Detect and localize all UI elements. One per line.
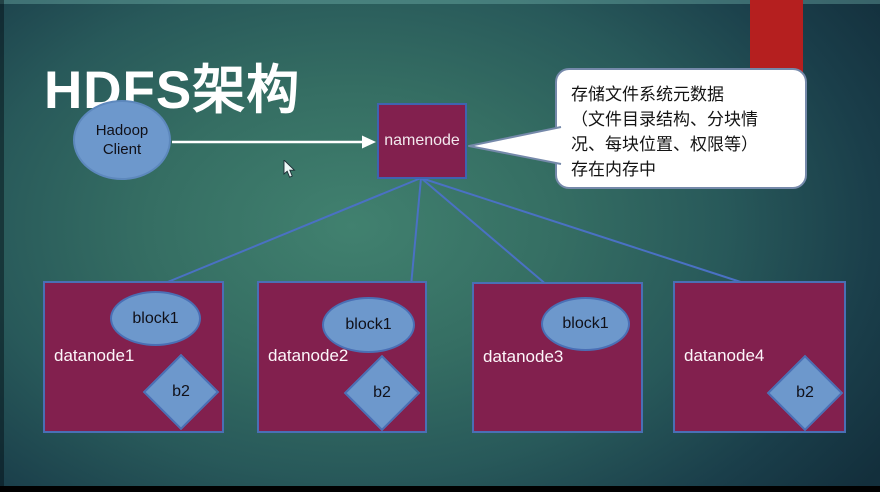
datanode2-label: datanode2: [268, 346, 349, 365]
connector-line-namenode-datanode2: [410, 177, 422, 287]
datanode3-block1-ellipse: block1: [541, 297, 630, 351]
connector-line-namenode-datanode1: [157, 177, 422, 287]
slide-left-shadow: [0, 0, 4, 486]
datanode3-label: datanode3: [483, 347, 564, 366]
arrowhead-icon: [362, 135, 376, 149]
hadoop-client-node: Hadoop Client: [73, 100, 171, 180]
bottom-black-bar: [0, 486, 880, 492]
callout-tail-shape: [468, 126, 562, 165]
datanode2-block1-ellipse: block1: [322, 297, 415, 353]
callout-line-2: （文件目录结构、分块情: [571, 110, 758, 129]
connector-line-namenode-datanode3: [420, 177, 549, 287]
callout-tail: [468, 126, 562, 165]
namenode-label: namenode: [384, 132, 460, 149]
callout-line-4: 存在内存中: [571, 160, 656, 179]
namenode-node: namenode: [377, 103, 467, 179]
callout-line-1: 存储文件系统元数据: [571, 85, 724, 104]
hadoop-client-label: Hadoop Client: [95, 122, 149, 158]
mouse-cursor-icon: [283, 160, 296, 178]
datanode4-label: datanode4: [684, 346, 765, 365]
slide-top-highlight: [0, 0, 880, 4]
datanode1-label: datanode1: [54, 346, 135, 365]
page-title: HDFS架构: [44, 60, 301, 120]
connector-line-namenode-datanode4: [420, 177, 754, 287]
datanode1-block1-ellipse: block1: [110, 291, 201, 346]
callout-line-3: 况、每块位置、权限等）: [571, 135, 758, 154]
namenode-callout: 存储文件系统元数据 （文件目录结构、分块情 况、每块位置、权限等） 存在内存中: [555, 68, 807, 189]
